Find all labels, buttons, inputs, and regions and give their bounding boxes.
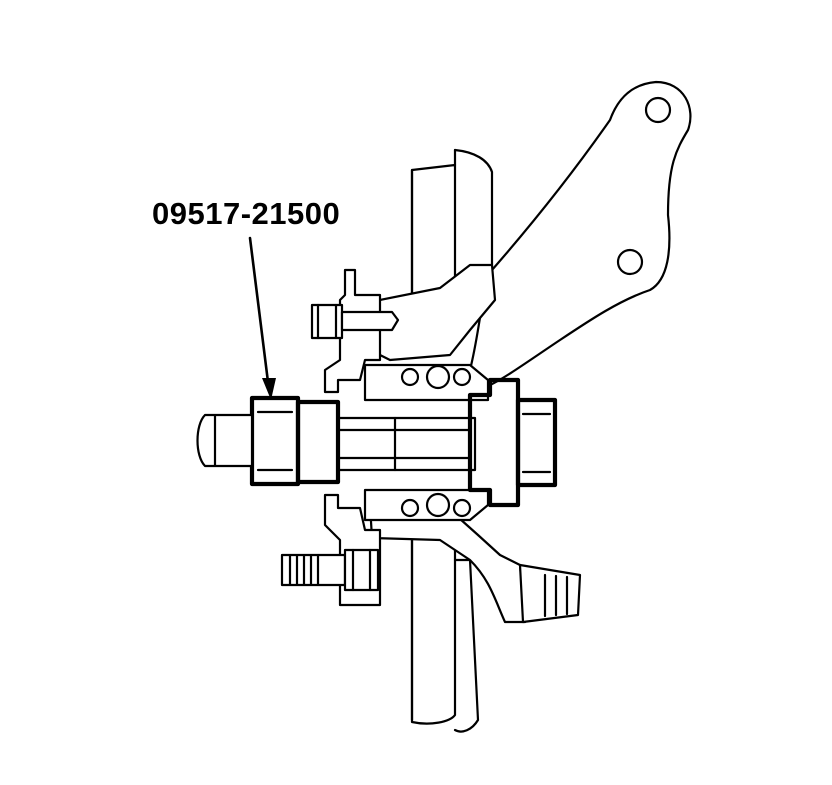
upper-wheel-stud — [310, 303, 400, 340]
label-arrow — [248, 236, 276, 400]
special-tool-puller — [196, 377, 558, 508]
tool-part-number-label: 09517-21500 — [152, 196, 341, 231]
lower-wheel-stud — [280, 548, 380, 592]
knuckle-arm — [468, 80, 692, 387]
brake-disc — [410, 148, 494, 733]
